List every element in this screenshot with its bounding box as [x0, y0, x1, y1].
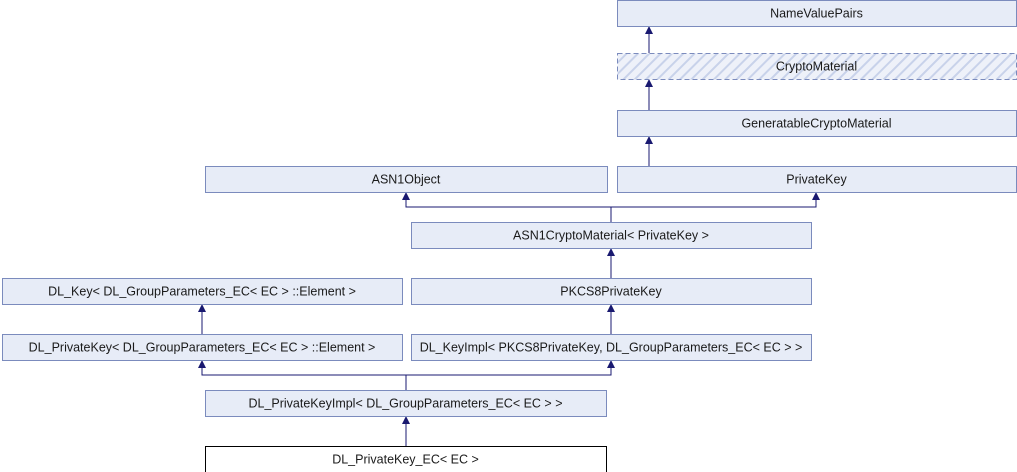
edge-segment [405, 367, 612, 390]
inheritance-arrowhead [645, 26, 653, 34]
class-node-dl-private-key-ec[interactable]: DL_PrivateKey_EC< EC >DL_PrivateKey_EC< … [205, 446, 607, 472]
class-name-label: PrivateKey [786, 172, 847, 186]
class-node-dl-key-impl[interactable]: DL_KeyImpl< PKCS8PrivateKey, DL_GroupPar… [411, 334, 812, 361]
edge-segment [610, 199, 817, 222]
class-node-private-key[interactable]: PrivateKeyPrivateKey [617, 166, 1017, 193]
class-node-name-value-pairs[interactable]: NameValuePairsNameValuePairs [617, 0, 1017, 27]
inheritance-arrowhead [645, 79, 653, 87]
inheritance-arrowhead [645, 136, 653, 144]
class-box[interactable] [205, 390, 607, 417]
class-box[interactable] [411, 278, 812, 305]
inheritance-arrowhead [402, 416, 410, 424]
inheritance-arrowhead [607, 360, 615, 368]
edge-asn1cm-to-privatekey [610, 192, 820, 222]
class-node-generatable-crypto-material[interactable]: GeneratableCryptoMaterialGeneratableCryp… [617, 110, 1017, 137]
edge-generatable-to-crypto-material [645, 79, 653, 110]
inheritance-arrowhead [402, 192, 410, 200]
edge-private-key-to-generatable [645, 136, 653, 166]
class-node-dl-private-key[interactable]: DL_PrivateKey< DL_GroupParameters_EC< EC… [2, 334, 403, 361]
inheritance-arrowhead [607, 248, 615, 256]
edge-dlprivatekey-to-dlkey [198, 304, 206, 334]
edge-pkcs8-to-asn1cm [607, 248, 615, 278]
class-node-asn1-object[interactable]: ASN1ObjectASN1Object [205, 166, 608, 193]
class-name-label: DL_PrivateKeyImpl< DL_GroupParameters_EC… [248, 396, 562, 410]
edge-dlpkimpl-to-dlkeyimpl [405, 360, 615, 390]
class-name-label: DL_PrivateKey< DL_GroupParameters_EC< EC… [29, 340, 376, 354]
edge-segment [405, 199, 612, 222]
edge-dlkeyimpl-to-pkcs8 [607, 304, 615, 334]
class-name-label: DL_KeyImpl< PKCS8PrivateKey, DL_GroupPar… [420, 340, 803, 354]
edge-dlpkimpl-to-dlprivatekey [198, 360, 407, 390]
class-name-label: GeneratableCryptoMaterial [741, 116, 891, 130]
inheritance-arrowhead [607, 304, 615, 312]
class-box[interactable] [411, 334, 812, 361]
edge-dlpkec-to-dlpkimpl [402, 416, 410, 446]
class-box[interactable] [2, 278, 403, 305]
class-box[interactable] [617, 0, 1017, 27]
class-node-pkcs8-private-key[interactable]: PKCS8PrivateKeyPKCS8PrivateKey [411, 278, 812, 305]
edges-layer [198, 26, 820, 446]
class-name-label: ASN1Object [372, 172, 441, 186]
class-name-label: CryptoMaterial [776, 59, 857, 73]
class-box[interactable] [2, 334, 403, 361]
class-box[interactable] [411, 222, 812, 249]
inheritance-arrowhead [198, 304, 206, 312]
edge-segment [201, 367, 407, 390]
class-name-label: PKCS8PrivateKey [560, 284, 662, 298]
class-box[interactable] [617, 110, 1017, 137]
class-name-label: DL_Key< DL_GroupParameters_EC< EC > ::El… [48, 284, 356, 298]
inheritance-arrowhead [812, 192, 820, 200]
class-name-label: ASN1CryptoMaterial< PrivateKey > [513, 228, 709, 242]
class-node-asn1-crypto-material[interactable]: ASN1CryptoMaterial< PrivateKey >ASN1Cryp… [411, 222, 812, 249]
class-box[interactable] [617, 53, 1017, 80]
edge-crypto-material-to-name-value-pairs [645, 26, 653, 53]
class-node-crypto-material[interactable]: CryptoMaterialCryptoMaterial [617, 53, 1017, 80]
class-name-label: NameValuePairs [770, 6, 863, 20]
class-node-dl-key[interactable]: DL_Key< DL_GroupParameters_EC< EC > ::El… [2, 278, 403, 305]
class-name-label: DL_PrivateKey_EC< EC > [332, 452, 479, 466]
edge-asn1cm-to-asn1object [402, 192, 612, 222]
class-node-dl-private-key-impl[interactable]: DL_PrivateKeyImpl< DL_GroupParameters_EC… [205, 390, 607, 417]
class-box[interactable] [205, 166, 608, 193]
inheritance-arrowhead [198, 360, 206, 368]
class-box[interactable] [205, 446, 607, 472]
class-box[interactable] [617, 166, 1017, 193]
